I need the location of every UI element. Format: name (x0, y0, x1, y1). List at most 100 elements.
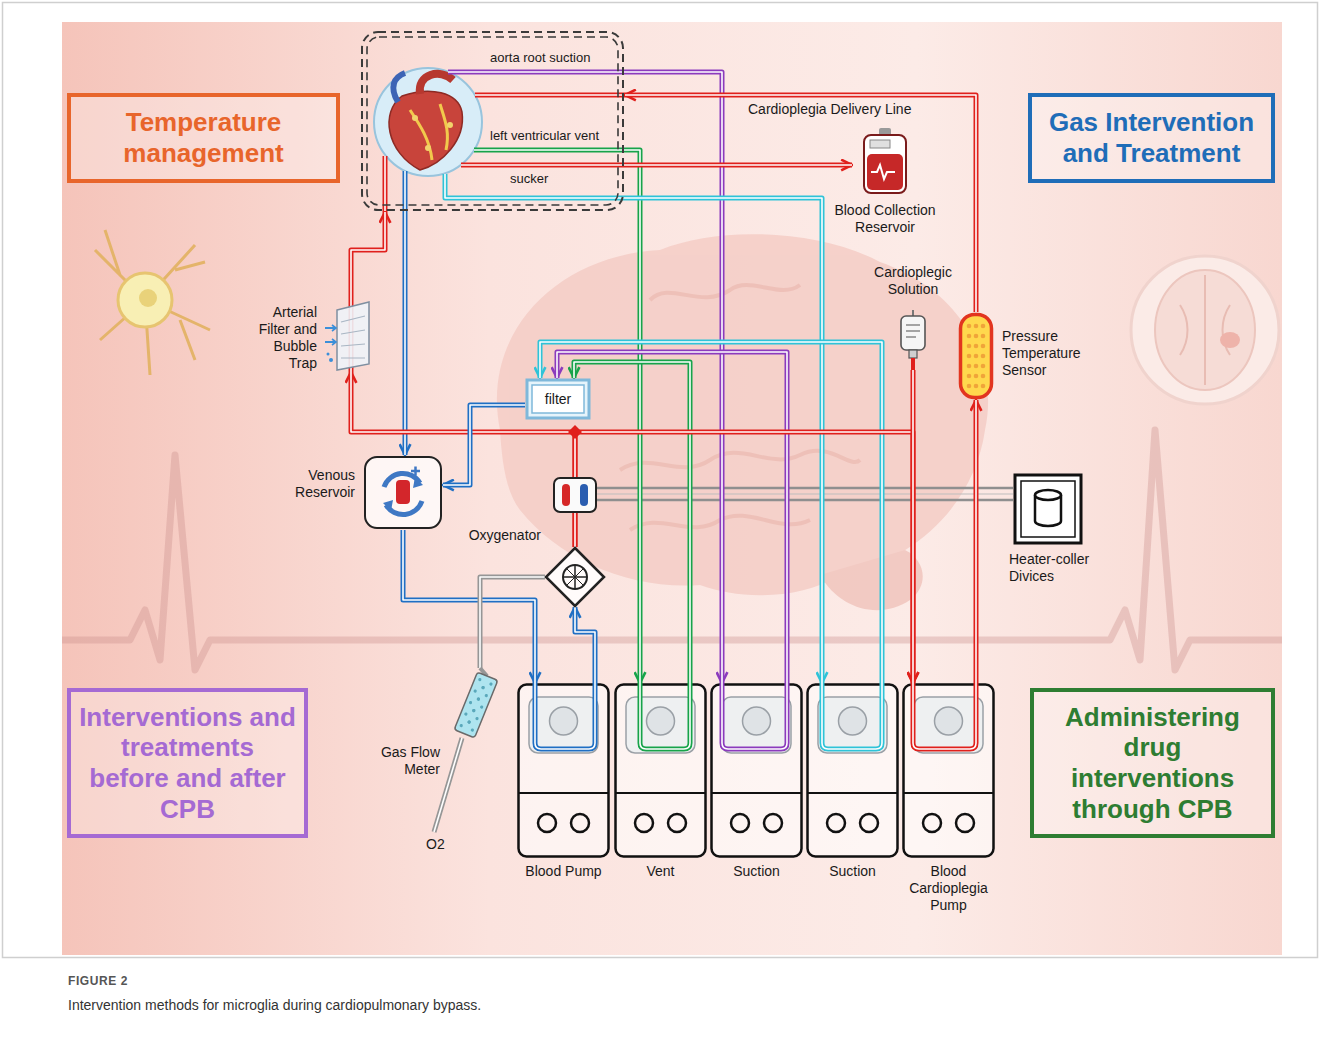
graphic-part (472, 708, 476, 712)
graphic-part (396, 480, 410, 504)
graphic-part (981, 384, 986, 389)
graphic-part (901, 316, 925, 350)
node-label: Oxygenator (459, 527, 541, 544)
sensor-icon: Pressure Temperature Sensor (958, 312, 994, 400)
graphic-part (981, 324, 986, 329)
tube-core (475, 94, 625, 96)
graphic-part (475, 716, 479, 720)
tube-red (383, 156, 388, 212)
flow-line (405, 212, 406, 455)
heart-body (389, 91, 462, 170)
flow-line-inner (351, 212, 385, 298)
graphic-part (538, 814, 556, 832)
neuron-body (118, 273, 172, 327)
roller-pump: Suction (806, 683, 899, 858)
node-label: Suction (806, 863, 899, 880)
graphic-part (722, 683, 787, 749)
flow-line-inner (443, 405, 525, 485)
graphic-part (468, 700, 472, 704)
flow-line (574, 362, 690, 683)
graphic-part (981, 374, 986, 379)
graphic-part (626, 697, 695, 753)
flow-line-outer (575, 607, 595, 683)
graphic-part (550, 707, 578, 735)
graphic-part (640, 683, 690, 749)
fat-dot (412, 115, 418, 121)
fat-dot (425, 145, 431, 151)
graphic-part (481, 685, 485, 689)
roller-pump: Vent (614, 683, 707, 858)
flow-line (625, 165, 852, 166)
flow-line (557, 352, 787, 683)
flow-line (443, 405, 525, 485)
line-label: left ventricular vent (490, 128, 599, 143)
flow-line (976, 400, 977, 683)
brain-gyrus (650, 285, 800, 300)
flow-line (351, 212, 385, 298)
graphic-part (332, 325, 336, 345)
graphic-part (967, 344, 972, 349)
heater-cooler-icon: Heater-coller Divices (1013, 473, 1083, 545)
flow-line-outer (625, 163, 852, 168)
fat-dot (447, 122, 453, 128)
roller-pump: Blood Cardioplegia Pump (902, 683, 995, 858)
flow-line-outer (403, 212, 408, 455)
flow-line-inner (540, 342, 882, 683)
flow-line-inner (625, 150, 640, 683)
arterial-filter-icon: Arterial Filter and Bubble Trap (325, 298, 377, 372)
solution-bag-icon-shape (898, 310, 928, 370)
flow-line (625, 150, 640, 683)
heart-circle (374, 68, 482, 176)
graphic-part (981, 334, 986, 339)
graphic-part (822, 683, 882, 749)
graphic-part (478, 677, 482, 681)
flow-line (625, 95, 976, 312)
graphic-part (411, 467, 420, 476)
graphic-part (974, 334, 979, 339)
blood-bag-icon-shape (852, 128, 918, 198)
tube-green (474, 148, 625, 153)
graphic-part (362, 32, 623, 210)
graphic-part (913, 683, 976, 749)
graphic-part (454, 672, 498, 738)
graphic-part (967, 334, 972, 339)
graphic-part (743, 707, 771, 735)
water-line (596, 487, 1013, 490)
graphic-part (367, 37, 618, 205)
node-label: Vent (614, 863, 707, 880)
roller-pump-shape (710, 683, 803, 858)
arterial-filter-icon-shape (325, 298, 377, 372)
heat-exchanger (554, 478, 596, 512)
filter-box: filter (525, 378, 591, 420)
graphic-part (839, 707, 867, 735)
node-label: Blood Cardioplegia Pump (902, 863, 995, 914)
graphic-part (1015, 475, 1081, 543)
node-label: Blood Collection Reservoir (830, 202, 940, 236)
flow-meter-icon: Gas Flow Meter (448, 668, 504, 742)
flow-line-outer (574, 362, 690, 683)
graphic-part (470, 728, 474, 732)
line-label: sucker (510, 171, 548, 186)
node-label: Blood Pump (517, 863, 610, 880)
field-tubing (385, 72, 625, 212)
scan-brain (1155, 270, 1255, 390)
figure-number: FIGURE 2 (68, 974, 128, 988)
vena-cava (393, 73, 405, 102)
graphic-part (974, 364, 979, 369)
roller-pump-shape (517, 683, 610, 858)
graphic-part (459, 723, 463, 727)
flow-line-outer (575, 432, 913, 683)
roller-pump: Suction (710, 683, 803, 858)
heart-illustration (374, 68, 482, 176)
flow-line (913, 370, 914, 683)
surgical-field-frame: aorta root suctionleft ventricular vents… (360, 30, 625, 212)
node-label: Interventions and treatments before and … (79, 702, 296, 825)
flow-line (480, 577, 545, 668)
graphic-part (563, 565, 587, 589)
graphic-part (860, 814, 878, 832)
roller-pump: Blood Pump (517, 683, 610, 858)
graphic-part (974, 384, 979, 389)
tube-core (384, 156, 386, 212)
node-label: Cardioplegic Solution (868, 264, 958, 298)
